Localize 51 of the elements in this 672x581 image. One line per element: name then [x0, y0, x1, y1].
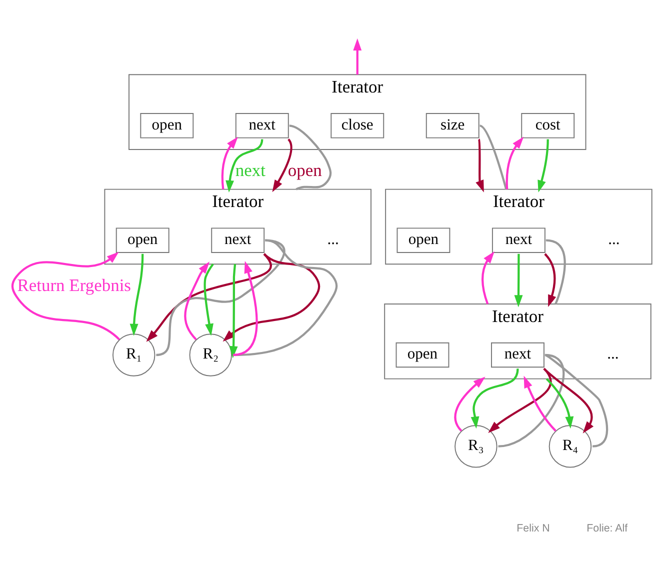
- node-box: open: [396, 342, 450, 368]
- arrow: [11, 251, 120, 340]
- arrow: [538, 138, 549, 192]
- node-box: next: [211, 227, 265, 252]
- node-box: next: [492, 227, 546, 252]
- label: ...: [608, 230, 620, 248]
- node-circle: R₂: [189, 333, 232, 376]
- node-box: next: [235, 112, 289, 138]
- connector: [156, 238, 286, 356]
- connector: [479, 124, 508, 190]
- arrow: [232, 260, 258, 356]
- arrow: [222, 252, 320, 342]
- node-circle: R₁: [112, 333, 156, 376]
- arrow: [482, 250, 494, 304]
- node-box: size: [426, 112, 480, 138]
- arrow: [353, 38, 362, 74]
- arrow: [544, 252, 556, 307]
- arrow: [546, 378, 574, 428]
- connector: [498, 353, 564, 447]
- node-box: next: [491, 342, 544, 368]
- arrow: [476, 138, 484, 192]
- connector: [544, 354, 608, 447]
- arrow: [543, 367, 594, 433]
- arrow: [229, 264, 238, 358]
- connector: [232, 238, 338, 356]
- label: Folie: Alf: [586, 522, 628, 534]
- connector: [289, 124, 332, 190]
- label: Felix N: [516, 522, 550, 534]
- arrow: [130, 253, 144, 336]
- edge-label: open: [288, 160, 322, 180]
- node-circle: R₃: [454, 424, 498, 468]
- arrow: [184, 261, 210, 340]
- arrow: [506, 136, 524, 189]
- arrow: [221, 136, 238, 189]
- edge-label: next: [235, 160, 266, 180]
- node-box: open: [140, 112, 194, 138]
- node-box: open: [396, 227, 450, 252]
- arrow: [272, 138, 292, 192]
- node-circle: R₄: [548, 424, 592, 468]
- edge-label: Return Ergebnis: [17, 274, 131, 294]
- arrow: [204, 263, 214, 336]
- arrow: [524, 375, 556, 432]
- arrow: [454, 376, 486, 431]
- node-box: cost: [521, 112, 575, 138]
- connector: [546, 238, 566, 304]
- label: ...: [327, 230, 339, 248]
- node-box: close: [330, 112, 384, 138]
- label: ...: [607, 345, 619, 362]
- arrow: [470, 368, 519, 428]
- node-box: open: [116, 227, 170, 252]
- arrow: [514, 253, 523, 307]
